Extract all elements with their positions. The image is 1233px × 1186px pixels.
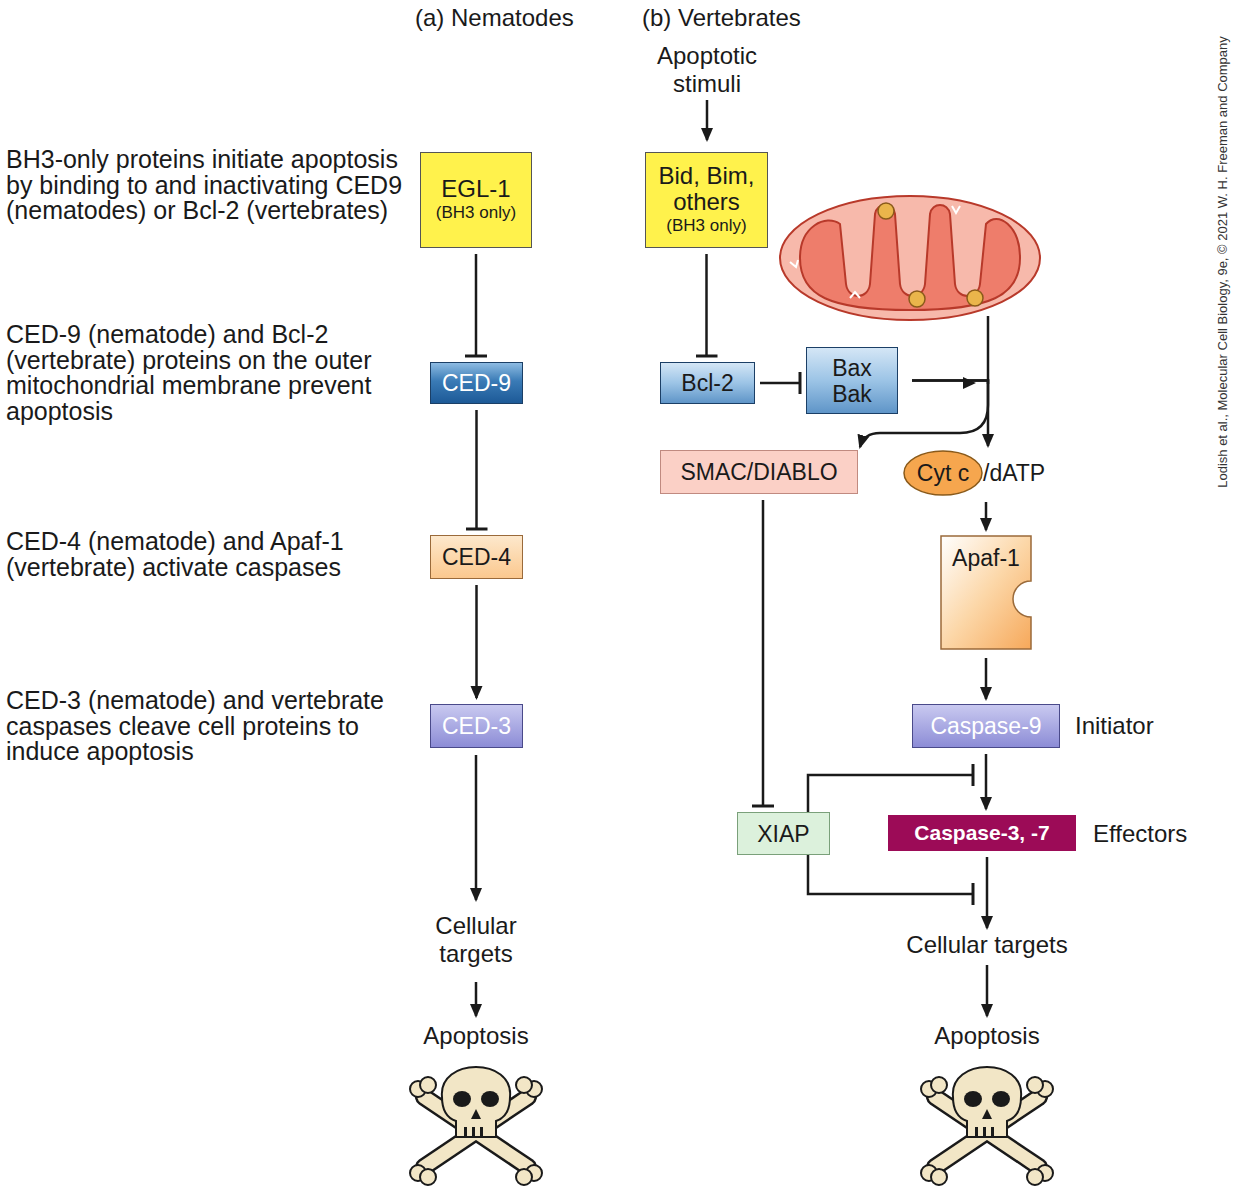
node-text: Caspase-3, -7 xyxy=(914,820,1049,846)
inhibition-connector xyxy=(475,254,478,356)
credit-line: Lodish et al., Molecular Cell Biology, 9… xyxy=(1215,10,1231,515)
stimulus-label: Apoptotic stimuli xyxy=(642,42,772,98)
caspase-box: CED-3 xyxy=(430,704,523,748)
apaf-shape: Apaf-1 xyxy=(940,535,1032,650)
outcome-label: Apoptosis xyxy=(907,1022,1067,1050)
bh3-box: Bid, Bim, others(BH3 only) xyxy=(645,152,768,248)
inhibition-connector xyxy=(705,254,708,356)
layout-arrows xyxy=(476,100,988,1016)
outcome-label: Apoptosis xyxy=(396,1022,556,1050)
inhibition-connector xyxy=(475,410,478,529)
node-text: Apaf-1 xyxy=(952,545,1020,571)
activation-connector xyxy=(985,502,988,530)
xiap-box: XIAP xyxy=(737,812,830,855)
activator-box: CED-4 xyxy=(430,535,523,579)
side-note: BH3-only proteins initiate apoptosis by … xyxy=(6,147,406,224)
outcome-label: Cellular targets xyxy=(416,912,536,968)
skull-crossbones xyxy=(921,1067,1053,1185)
antiapoptotic-box: Bcl-2 xyxy=(660,362,755,404)
inhibition-connector xyxy=(760,382,800,385)
side-note: CED-9 (nematode) and Bcl-2 (vertebrate) … xyxy=(6,322,406,424)
node-text: Cyt c xyxy=(903,460,983,486)
node-text: XIAP xyxy=(757,821,809,847)
node-text: CED-4 xyxy=(442,544,511,570)
node-text: CED-9 xyxy=(442,370,511,396)
inhibition-connector xyxy=(808,775,973,812)
node-text: Bax Bak xyxy=(827,355,877,407)
node-text: (BH3 only) xyxy=(436,202,516,224)
panel-title: (b) Vertebrates xyxy=(642,4,801,32)
antiapoptotic-box: CED-9 xyxy=(430,362,523,404)
node-text: CED-3 xyxy=(442,713,511,739)
panel-title: (a) Nematodes xyxy=(415,4,574,32)
side-note: CED-3 (nematode) and vertebrate caspases… xyxy=(6,688,406,765)
activation-connector xyxy=(912,381,988,447)
skull-crossbones xyxy=(410,1067,542,1185)
activation-connector xyxy=(985,658,988,699)
stage-label: Effectors xyxy=(1093,820,1187,848)
node-text: /dATP xyxy=(983,460,1045,486)
node-text: Bcl-2 xyxy=(681,370,733,396)
inhibition-connector xyxy=(762,500,765,806)
mitochondrion xyxy=(780,196,1040,320)
node-text: Bid, Bim, others xyxy=(646,163,767,215)
outcome-label: Cellular targets xyxy=(877,931,1097,959)
node-text: Caspase-9 xyxy=(930,713,1041,739)
node-text: EGL-1 xyxy=(441,176,510,202)
arrow-head xyxy=(963,377,976,389)
inhibition-connector xyxy=(808,855,973,894)
side-note: CED-4 (nematode) and Apaf-1 (vertebrate)… xyxy=(6,529,406,580)
activation-connector xyxy=(985,754,988,809)
smac-box: SMAC/DIABLO xyxy=(660,450,858,494)
proapoptotic-box: Bax Bak xyxy=(806,347,898,414)
node-text: SMAC/DIABLO xyxy=(680,459,837,485)
bh3-box: EGL-1(BH3 only) xyxy=(420,152,532,248)
cytochrome-ellipse: Cyt c/dATP xyxy=(903,450,1063,496)
effector-caspase-box: Caspase-3, -7 xyxy=(888,815,1076,851)
stage-label: Initiator xyxy=(1075,712,1154,740)
activation-connector xyxy=(475,585,478,698)
initiator-caspase-box: Caspase-9 xyxy=(912,704,1060,748)
node-text: (BH3 only) xyxy=(666,215,746,237)
